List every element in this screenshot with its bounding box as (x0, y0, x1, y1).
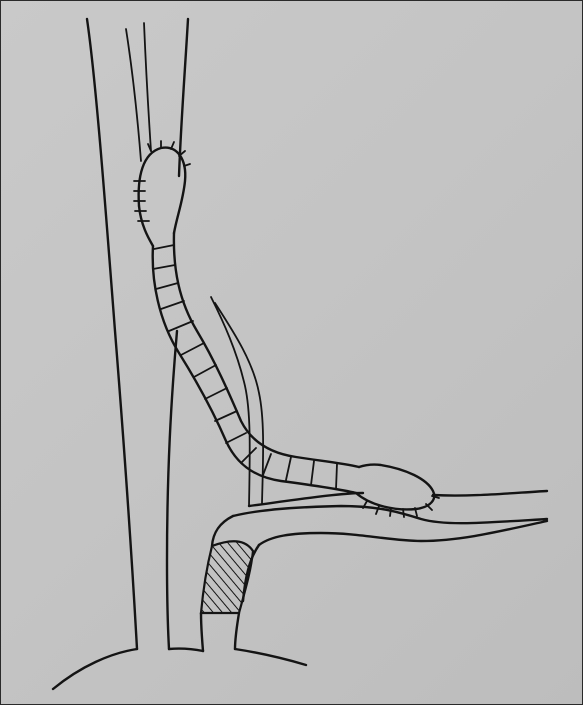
small-side-vessel (211, 297, 263, 506)
graft-conduit (153, 233, 359, 493)
hatched-segment (201, 541, 253, 613)
base-arch (53, 649, 306, 689)
lower-stem (201, 613, 239, 651)
graft-segments (153, 245, 337, 489)
graft-distal-anastomosis (356, 465, 439, 517)
top-strands (126, 23, 151, 161)
horizontal-branch-vessel (212, 491, 547, 601)
graft-top-anastomosis (134, 141, 190, 246)
suture-marks-top (134, 141, 190, 221)
